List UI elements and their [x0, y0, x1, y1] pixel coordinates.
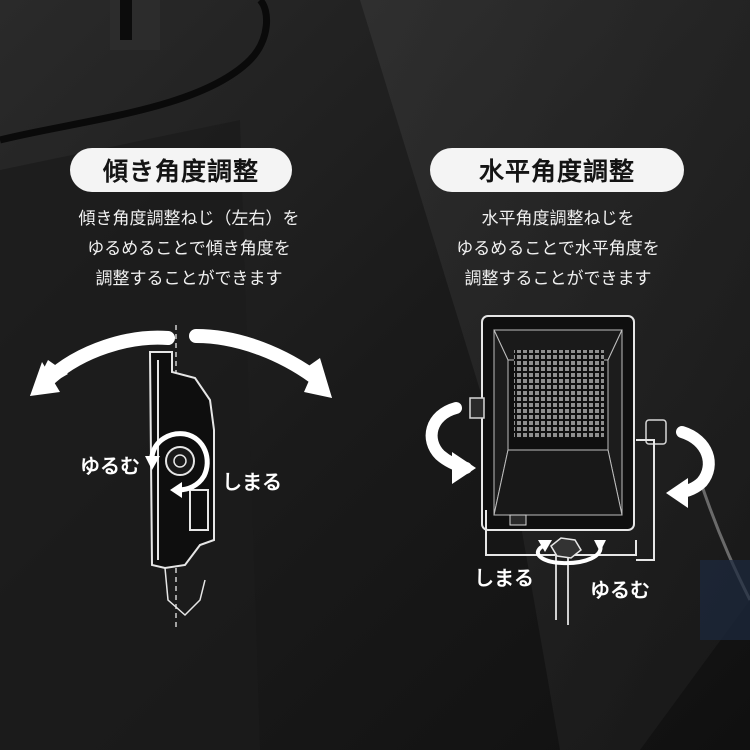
horizontal-tighten-label: しまる — [474, 566, 534, 590]
front-view-light — [469, 315, 667, 625]
tilt-description: 傾き角度調整ねじ（左右）を ゆるめることで傾き角度を 調整することができます — [18, 204, 360, 294]
knob-bolt-icon — [165, 446, 195, 476]
horizontal-desc-line: ゆるめることで水平角度を — [456, 239, 660, 259]
rotate-arrow-icon — [666, 426, 715, 508]
tilt-desc-line: ゆるめることで傾き角度を — [87, 239, 291, 259]
tilt-title-badge: 傾き角度調整 — [70, 148, 292, 192]
rotate-arrow-icon — [425, 402, 476, 484]
curved-double-arrow-icon — [30, 329, 332, 398]
tilt-desc-line: 傾き角度調整ねじ（左右）を — [78, 209, 300, 229]
horizontal-title-badge: 水平角度調整 — [430, 148, 684, 192]
horizontal-desc-line: 調整することができます — [464, 269, 652, 289]
tilt-loosen-label: ゆるむ — [80, 454, 140, 478]
horizontal-description: 水平角度調整ねじを ゆるめることで水平角度を 調整することができます — [396, 204, 720, 294]
tilt-desc-line: 調整することができます — [95, 269, 283, 289]
knob-bolt-icon — [550, 537, 582, 559]
horizontal-loosen-label: ゆるむ — [590, 578, 650, 602]
horizontal-title: 水平角度調整 — [478, 157, 635, 186]
tilt-title: 傾き角度調整 — [102, 157, 259, 186]
horizontal-desc-line: 水平角度調整ねじを — [481, 209, 635, 229]
tilt-tighten-label: しまる — [222, 470, 282, 494]
rotate-arrow-icon — [145, 431, 210, 498]
rotate-arrow-icon — [535, 540, 606, 566]
